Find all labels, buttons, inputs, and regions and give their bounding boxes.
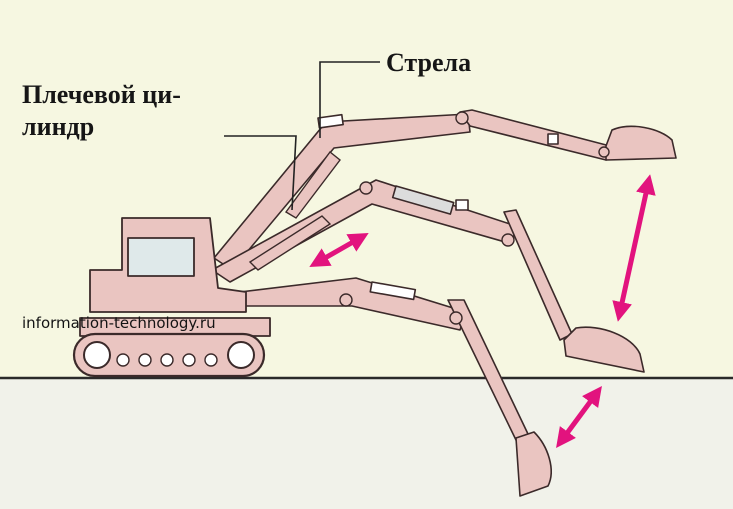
boom-cylinder-label-line2: линдр [22, 112, 95, 141]
hydraulic-cylinder-upper [284, 150, 341, 219]
cab-window [127, 237, 195, 277]
track [72, 332, 266, 378]
ground [0, 378, 733, 509]
motion-arrows [309, 174, 656, 449]
motion-arrow-vertical [612, 174, 656, 322]
hydraulic-cylinder-middle [248, 215, 332, 271]
boom-lower [239, 277, 552, 497]
boom-middle [211, 179, 645, 373]
watermark-text: information-technology.ru [22, 314, 216, 332]
leader-lines [224, 61, 380, 211]
motion-arrow-bucket [556, 385, 602, 449]
motion-arrow-stick [309, 233, 369, 267]
pivot-pins [339, 111, 610, 325]
cylinder-leader-line [224, 135, 297, 211]
boom-label: Стрела [386, 48, 472, 77]
boom-cylinder-label-line1: Плечевой ци- [22, 80, 181, 109]
boom-leader-line [319, 61, 380, 138]
